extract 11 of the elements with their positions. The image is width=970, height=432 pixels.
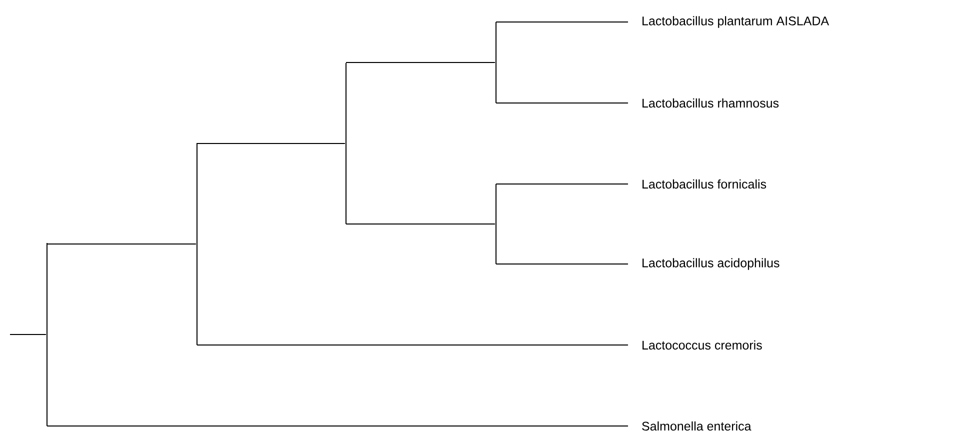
taxon-label: Lactobacillus acidophilus (642, 258, 780, 270)
taxon-label: Lactobacillus plantarum AISLADA (642, 16, 830, 28)
taxon-label: Lactobacillus fornicalis (642, 179, 766, 189)
tree-branch (10, 334, 46, 335)
tree-branch (346, 62, 496, 63)
tree-branch (496, 102, 628, 104)
taxon-label: Lactococcus cremoris (642, 340, 762, 350)
tree-branch (196, 143, 346, 144)
tree-branch (196, 344, 628, 346)
taxon-label: Salmonella enterica (642, 421, 752, 431)
taxon-label: Lactobacillus rhamnosus (642, 98, 779, 108)
